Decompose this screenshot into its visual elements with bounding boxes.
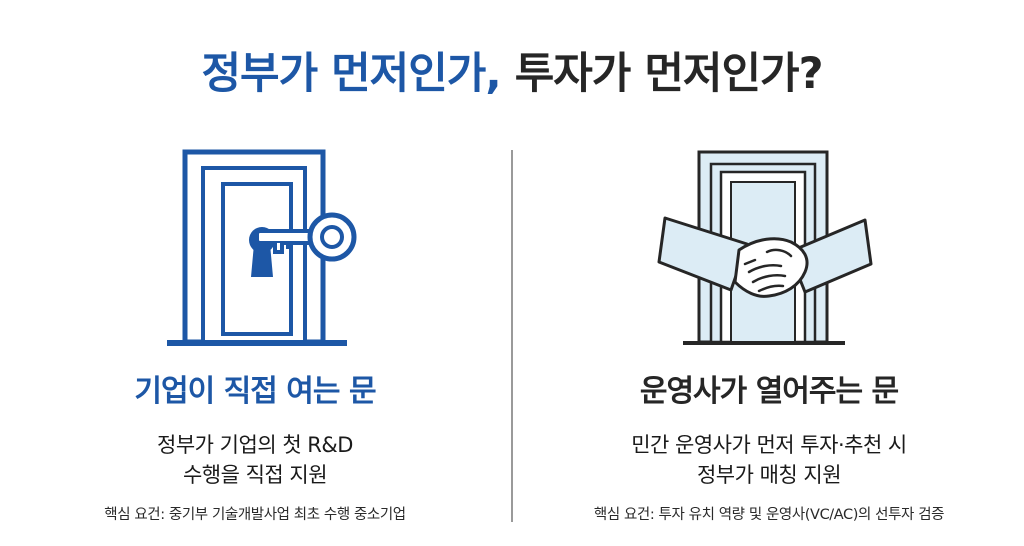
left-desc-line1: 정부가 기업의 첫 R&D — [157, 433, 353, 457]
right-desc-line1: 민간 운영사가 먼저 투자·추천 시 — [631, 433, 907, 457]
right-description: 민간 운영사가 먼저 투자·추천 시 정부가 매칭 지원 — [519, 430, 1019, 490]
right-heading: 운영사가 열어주는 문 — [639, 374, 899, 409]
center-divider — [511, 150, 513, 522]
right-requirement-note: 핵심 요건: 투자 유치 역량 및 운영사(VC/AC)의 선투자 검증 — [593, 507, 945, 523]
panel-direct-door: 기업이 직접 여는 문 정부가 기업의 첫 R&D 수행을 직접 지원 핵심 요… — [5, 140, 505, 540]
title-part-investment: 투자가 먼저인가? — [514, 49, 824, 99]
left-heading: 기업이 직접 여는 문 — [134, 374, 376, 409]
door-with-handshake-icon — [657, 150, 873, 345]
left-requirement-note: 핵심 요건: 중기부 기술개발사업 최초 수행 중소기업 — [104, 507, 406, 523]
page-title: 정부가 먼저인가, 투자가 먼저인가? — [0, 44, 1024, 104]
right-desc-line2: 정부가 매칭 지원 — [696, 463, 842, 487]
title-part-government: 정부가 먼저인가, — [201, 49, 501, 99]
left-desc-line2: 수행을 직접 지원 — [182, 463, 328, 487]
panel-operator-door: 운영사가 열어주는 문 민간 운영사가 먼저 투자·추천 시 정부가 매칭 지원… — [519, 140, 1019, 540]
door-with-key-icon — [167, 149, 357, 346]
left-description: 정부가 기업의 첫 R&D 수행을 직접 지원 — [5, 430, 505, 490]
